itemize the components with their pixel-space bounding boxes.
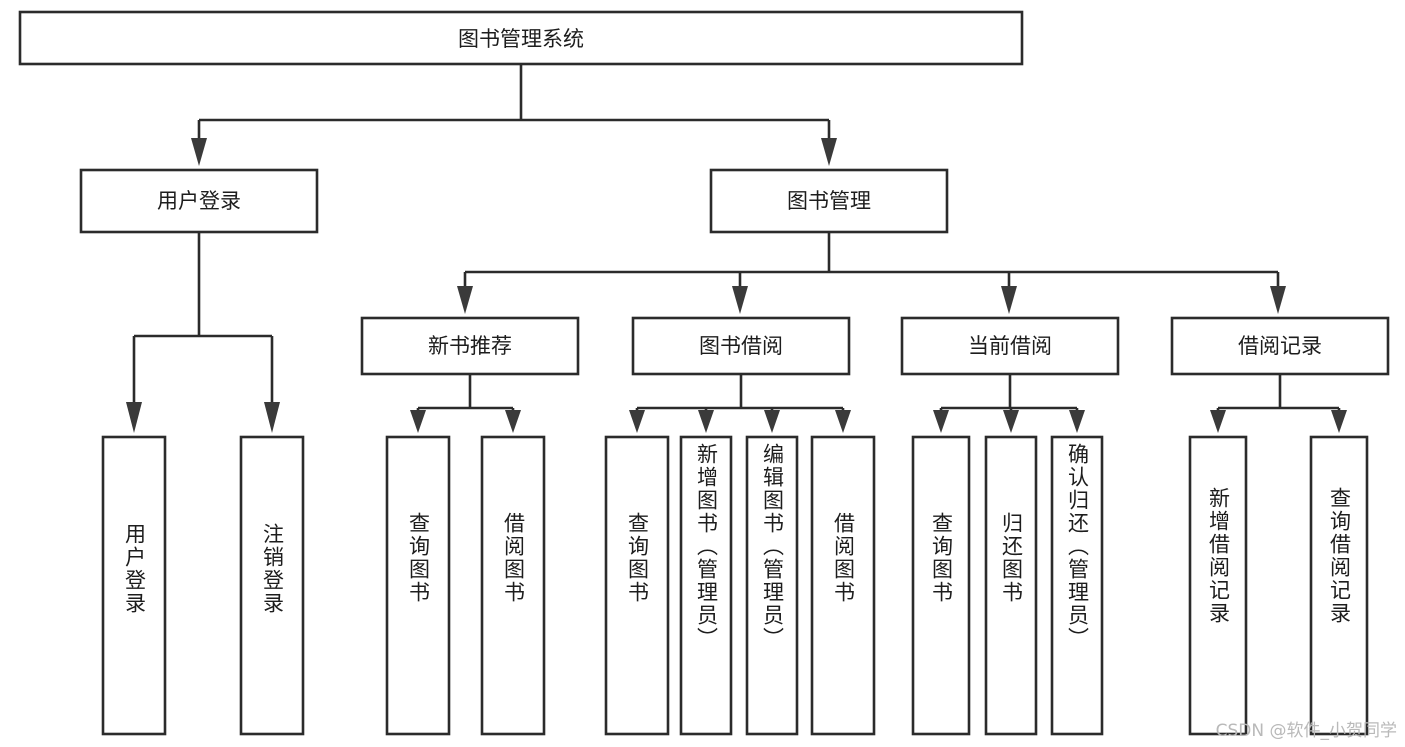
node-user-login-box[interactable] (79, 168, 319, 234)
node-root-label: 图书管理系统 (458, 27, 584, 51)
leaf-add-book-admin-box[interactable] (679, 435, 733, 736)
node-book-management-label: 图书管理 (787, 189, 871, 213)
node-book-management-box[interactable] (709, 168, 949, 234)
node-new-book-recommend-box[interactable] (360, 316, 580, 376)
arrow-cb-to-leaf3 (1069, 410, 1085, 433)
edge-group-book-management (457, 232, 1286, 314)
csdn-watermark: CSDN @软件_小贺同学 (1215, 721, 1397, 741)
arrow-br-to-leaf1 (1210, 410, 1226, 433)
node-new-book-recommend-label: 新书推荐 (428, 334, 512, 358)
node-borrow-record[interactable]: 借阅记录 (1170, 316, 1390, 376)
edge-group-new-book-recommend (410, 374, 521, 433)
arrow-user-login-to-leaf1 (126, 402, 142, 433)
node-book-management[interactable]: 图书管理 (709, 168, 949, 234)
leaf-confirm-return-admin-box[interactable] (1050, 435, 1104, 736)
node-root-box[interactable] (18, 10, 1024, 66)
node-user-login[interactable]: 用户登录 (79, 168, 319, 234)
leaf-return-books-box[interactable] (984, 435, 1038, 736)
leaf-add-borrow-record-box[interactable] (1188, 435, 1248, 736)
node-current-borrow-label: 当前借阅 (968, 334, 1052, 358)
arrow-bm-to-book-borrow (732, 286, 748, 314)
arrow-cb-to-leaf2 (1003, 410, 1019, 433)
leaf-query-books-current-box[interactable] (911, 435, 971, 736)
node-user-login-label: 用户登录 (157, 189, 241, 213)
edge-group-user-login (126, 232, 280, 433)
node-root[interactable]: 图书管理系统 (18, 10, 1024, 66)
leaf-borrow-books-recommend-box[interactable] (480, 435, 546, 736)
edge-group-borrow-record (1210, 374, 1347, 433)
arrow-bb-to-leaf3 (764, 410, 780, 433)
node-book-borrow-label: 图书借阅 (699, 334, 783, 358)
node-borrow-record-label: 借阅记录 (1238, 334, 1322, 358)
arrow-bb-to-leaf4 (835, 410, 851, 433)
edge-group-current-borrow (933, 374, 1085, 433)
arrow-bb-to-leaf1 (629, 410, 645, 433)
node-borrow-record-box[interactable] (1170, 316, 1390, 376)
node-current-borrow[interactable]: 当前借阅 (900, 316, 1120, 376)
arrow-root-to-user-login (191, 138, 207, 166)
arrow-root-to-book-management (821, 138, 837, 166)
arrow-bb-to-leaf2 (698, 410, 714, 433)
node-new-book-recommend[interactable]: 新书推荐 (360, 316, 580, 376)
arrow-bm-to-new-book (457, 286, 473, 314)
node-book-borrow[interactable]: 图书借阅 (631, 316, 851, 376)
leaf-logout-box[interactable] (239, 435, 305, 736)
arrow-bm-to-current-borrow (1001, 286, 1017, 314)
edge-group-book-borrow (629, 374, 851, 433)
edge-group-root (191, 64, 837, 166)
arrow-br-to-leaf2 (1331, 410, 1347, 433)
leaf-query-books-borrow-box[interactable] (604, 435, 670, 736)
leaf-query-books-recommend-box[interactable] (385, 435, 451, 736)
leaf-user-login-box[interactable] (101, 435, 167, 736)
leaf-edit-book-admin-box[interactable] (745, 435, 799, 736)
arrow-cb-to-leaf1 (933, 410, 949, 433)
leaf-query-borrow-record-box[interactable] (1309, 435, 1369, 736)
arrow-user-login-to-leaf2 (264, 402, 280, 433)
leaf-borrow-books-borrow-box[interactable] (810, 435, 876, 736)
arrow-nbr-to-leaf2 (505, 410, 521, 433)
arrow-nbr-to-leaf1 (410, 410, 426, 433)
node-book-borrow-box[interactable] (631, 316, 851, 376)
node-current-borrow-box[interactable] (900, 316, 1120, 376)
arrow-bm-to-borrow-record (1270, 286, 1286, 314)
